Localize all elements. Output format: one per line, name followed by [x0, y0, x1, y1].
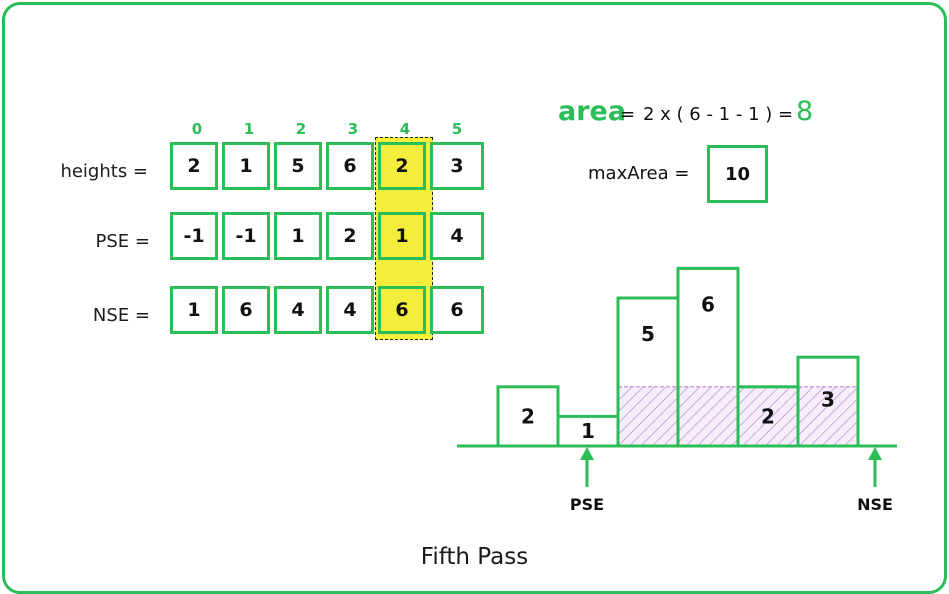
nse-cell-highlighted: 6	[378, 286, 426, 334]
histogram-bar-label: 5	[641, 322, 655, 346]
nse-label: NSE =	[92, 305, 150, 326]
histogram-bar-label: 3	[821, 388, 835, 412]
pse-cell: 1	[274, 212, 322, 260]
pse-cell-highlighted: 1	[378, 212, 426, 260]
heights-cell: 2	[170, 142, 218, 190]
index-label: 5	[451, 120, 463, 138]
max-area-box: 10	[707, 145, 768, 203]
histogram-bar-label: 6	[701, 292, 715, 316]
index-label: 4	[399, 120, 411, 138]
heights-label: heights =	[60, 161, 148, 182]
heights-cell: 5	[274, 142, 322, 190]
histogram-bar-label: 2	[761, 404, 775, 428]
diagram-caption: Fifth Pass	[420, 544, 529, 570]
nse-arrow	[868, 447, 882, 487]
pse-marker-label: PSE	[570, 495, 604, 514]
index-label: 0	[191, 120, 203, 138]
heights-cell-highlighted: 2	[378, 142, 426, 190]
index-label: 3	[347, 120, 359, 138]
area-result: 8	[796, 96, 814, 127]
nse-marker-label: NSE	[857, 495, 893, 514]
nse-cell: 1	[170, 286, 218, 334]
nse-cell: 6	[222, 286, 270, 334]
pse-label: PSE =	[95, 231, 150, 252]
pse-arrow	[580, 447, 594, 487]
pse-cell: 2	[326, 212, 374, 260]
heights-cell: 6	[326, 142, 374, 190]
pse-cell: 4	[430, 212, 484, 260]
heights-cell: 1	[222, 142, 270, 190]
pse-cell: -1	[222, 212, 270, 260]
area-expression: 2 x ( 6 - 1 - 1 ) =	[643, 104, 794, 125]
index-label: 2	[295, 120, 307, 138]
area-equals: =	[620, 104, 636, 125]
nse-cell: 6	[430, 286, 484, 334]
heights-cell: 3	[430, 142, 484, 190]
nse-cell: 4	[274, 286, 322, 334]
area-keyword: area	[558, 96, 627, 127]
pse-cell: -1	[170, 212, 218, 260]
histogram-bar-label: 2	[521, 404, 535, 428]
max-area-label: maxArea =	[588, 163, 690, 184]
nse-cell: 4	[326, 286, 374, 334]
index-label: 1	[243, 120, 255, 138]
histogram-bar-label: 1	[581, 419, 595, 443]
